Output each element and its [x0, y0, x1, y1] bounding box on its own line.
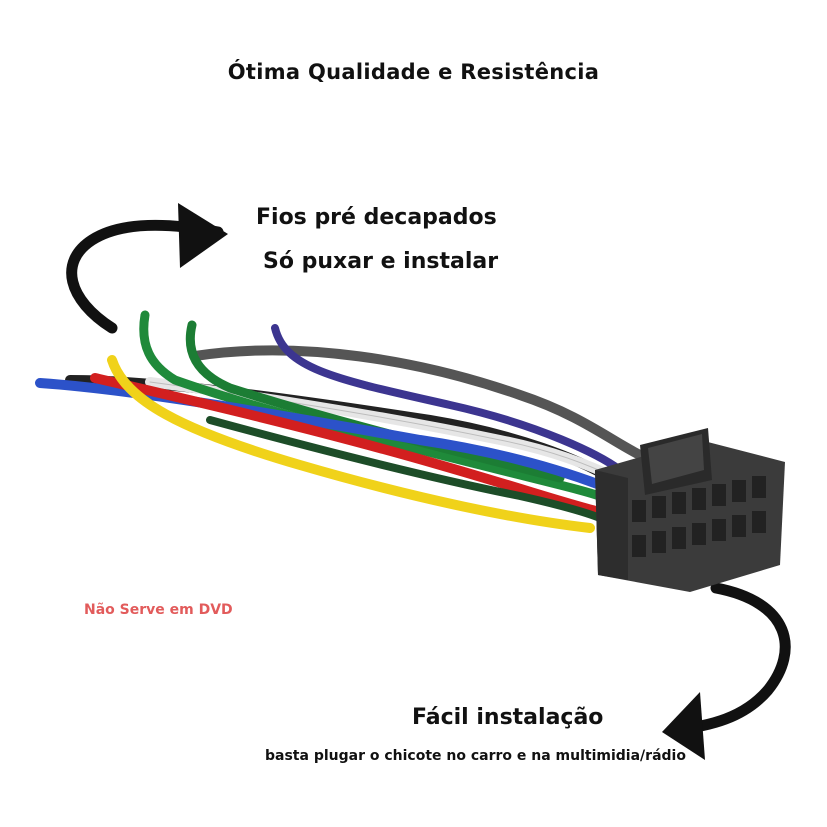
wire-green-2: [185, 320, 565, 483]
wire-red: [90, 373, 605, 517]
wire-gray: [190, 345, 645, 460]
curved-arrow-bottom-icon: [662, 582, 791, 760]
wire-dark-green: [206, 416, 604, 522]
dvd-warning: Não Serve em DVD: [84, 602, 233, 618]
curved-arrow-top-icon: [66, 203, 228, 334]
install-title: Fácil instalação: [412, 705, 604, 730]
wires: [35, 310, 645, 533]
wire-yellow: [107, 355, 595, 533]
wire-purple: [271, 324, 624, 474]
headline: Ótima Qualidade e Resistência: [227, 60, 600, 84]
install-description: basta plugar o chicote no carro e na mul…: [265, 748, 686, 764]
connector-plug: [595, 428, 785, 592]
feature-line-1: Fios pré decapados: [256, 205, 497, 230]
feature-line-2: Só puxar e instalar: [263, 249, 499, 274]
